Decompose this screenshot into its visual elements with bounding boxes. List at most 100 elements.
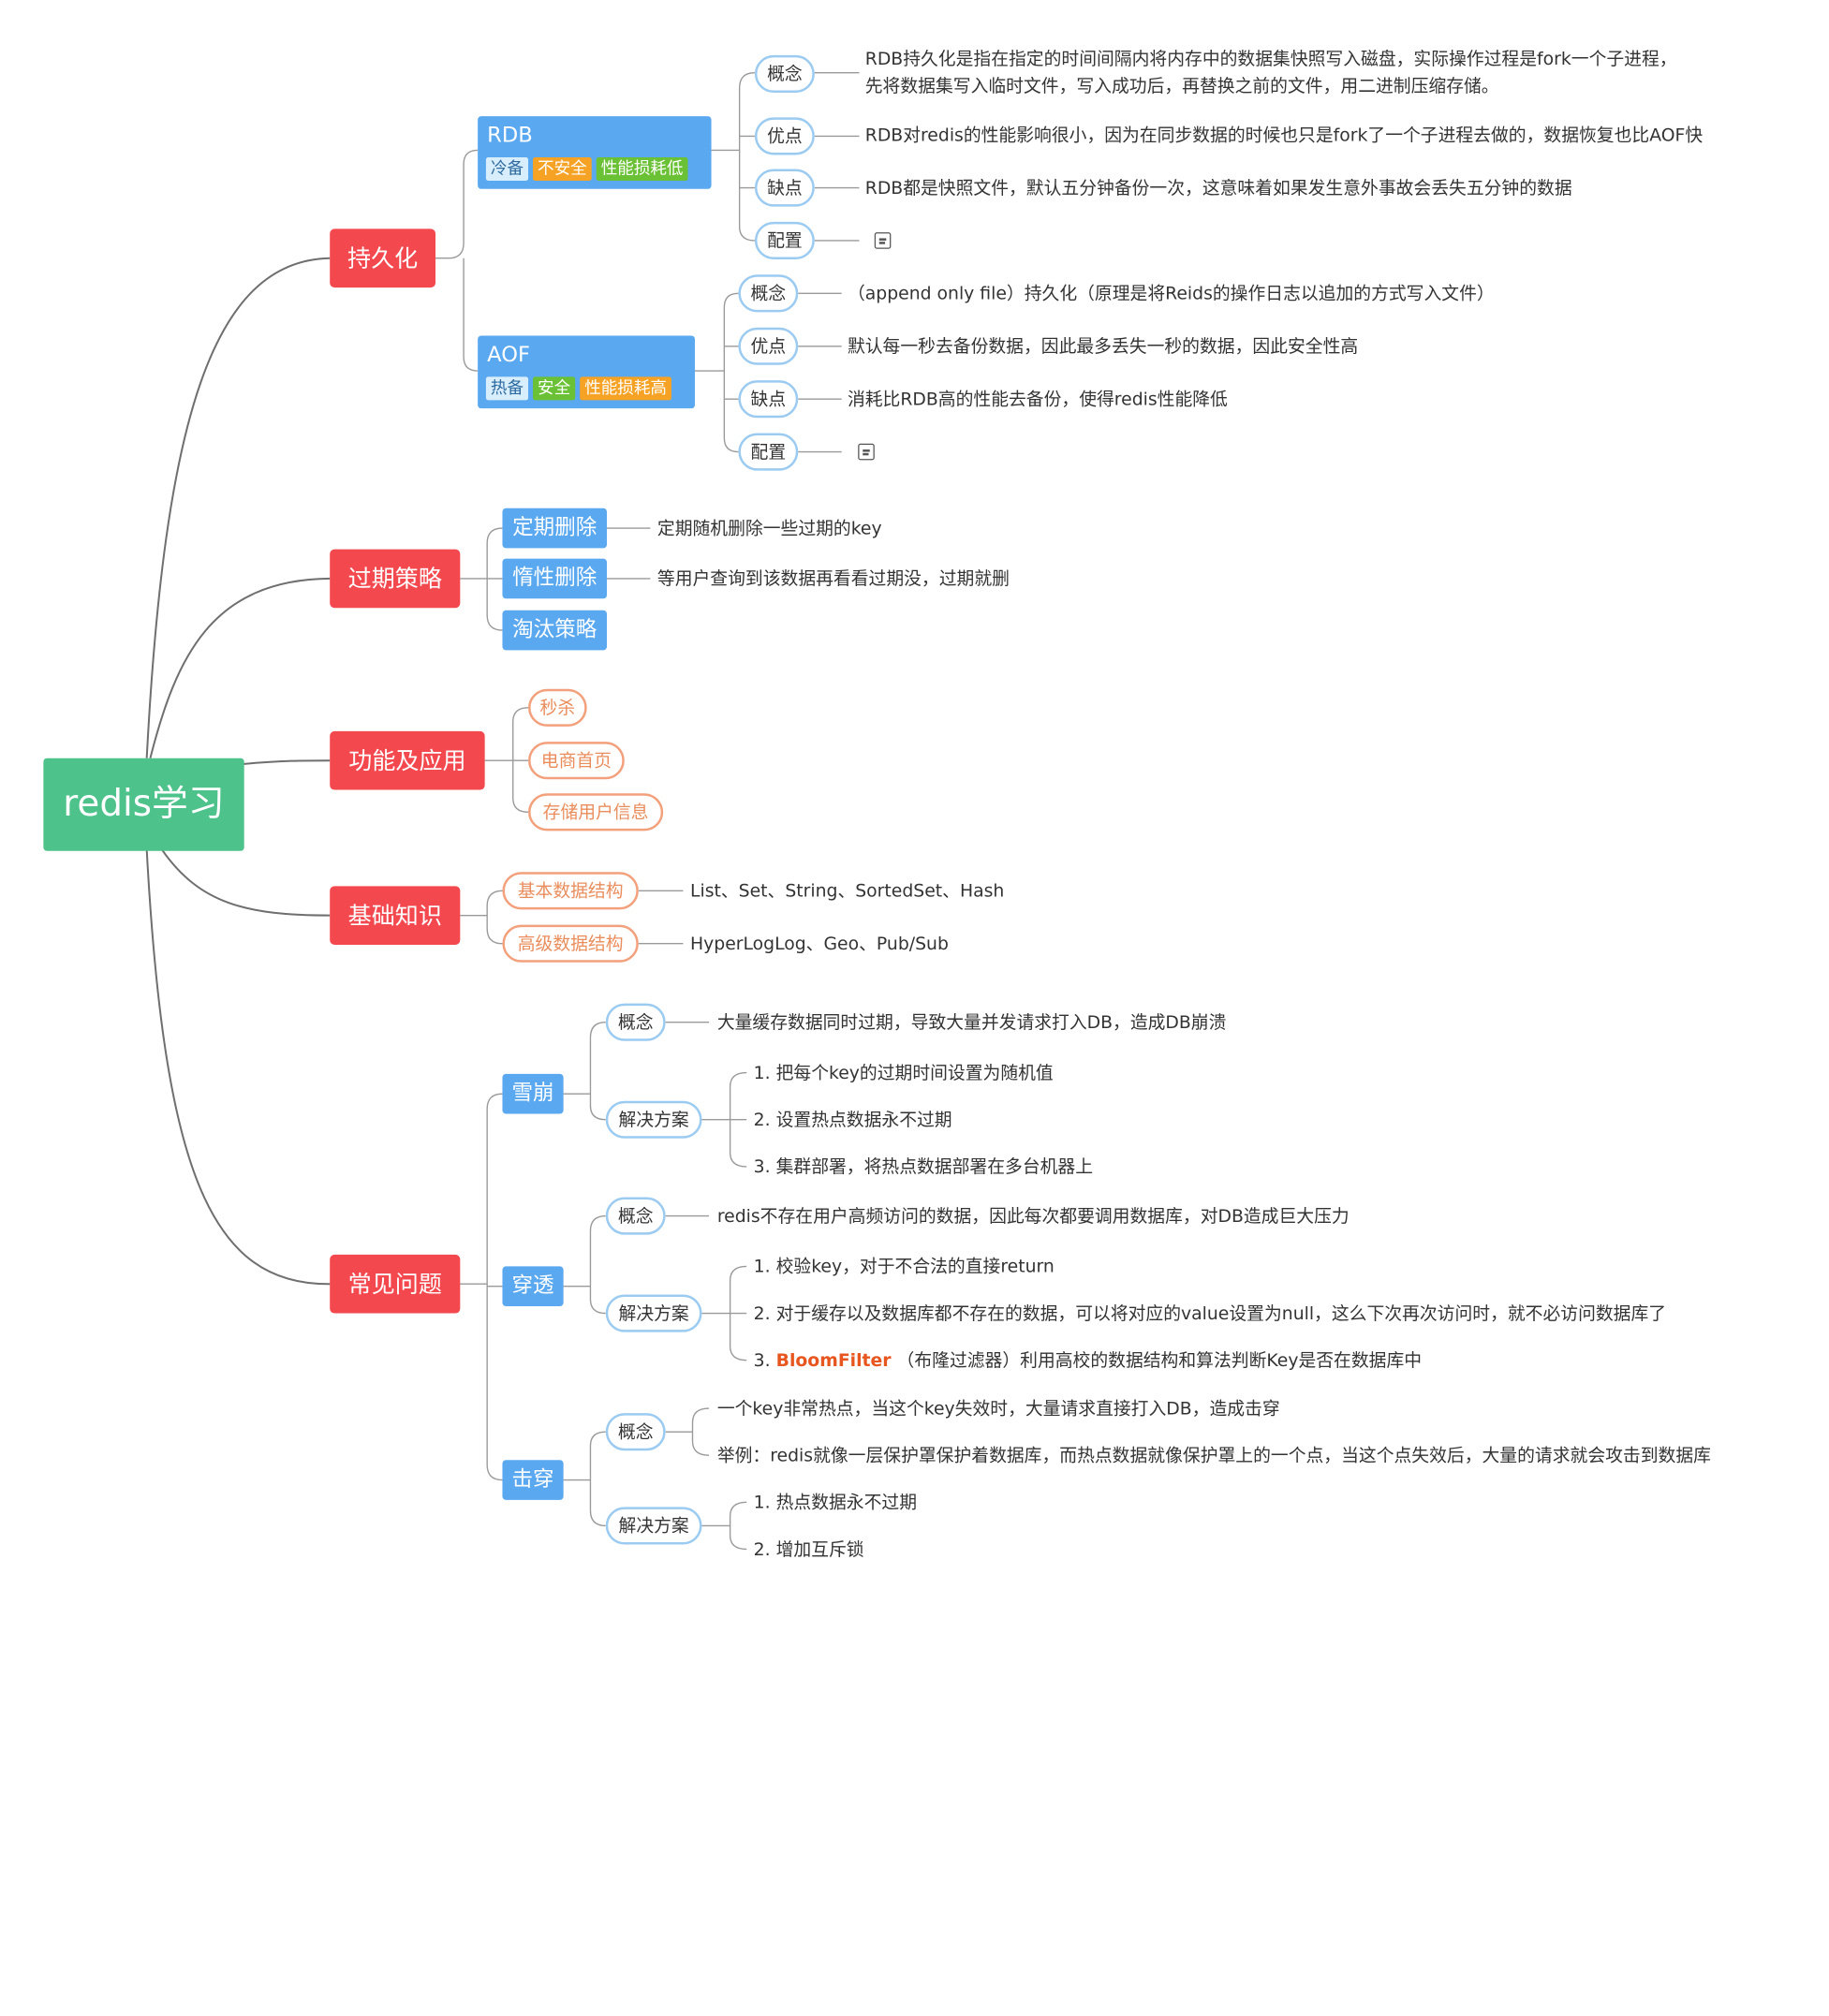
penetration-concept-pill[interactable]: 概念 — [605, 1197, 666, 1235]
root-node[interactable]: redis学习 — [43, 758, 244, 851]
branch-issues-label: 常见问题 — [347, 1270, 442, 1299]
aof-config-pill[interactable]: 配置 — [738, 433, 799, 471]
basic-data-structures-text: List、Set、String、SortedSet、Hash — [689, 880, 1005, 902]
branch-expire-label: 过期策略 — [347, 564, 442, 593]
breakdown-solution-pill[interactable]: 解决方案 — [605, 1507, 702, 1545]
avalanche-solution-3: 3. 集群部署，将热点数据部署在多台机器上 — [753, 1155, 1094, 1178]
breakdown-concept-text-1: 一个key非常热点，当这个key失效时，大量请求直接打入DB，造成击穿 — [716, 1397, 1280, 1420]
aof-pro-pill[interactable]: 优点 — [738, 327, 799, 365]
avalanche-solution-1: 1. 把每个key的过期时间设置为随机值 — [753, 1062, 1054, 1083]
penetration-concept-text: redis不存在用户高频访问的数据，因此每次都要调用数据库，对DB造成巨大压力 — [716, 1205, 1350, 1227]
expire-eviction[interactable]: 淘汰策略 — [502, 610, 608, 651]
aof-node[interactable]: AOF 热备 安全 性能损耗高 — [478, 335, 696, 409]
rdb-node[interactable]: RDB 冷备 不安全 性能损耗低 — [478, 116, 712, 189]
aof-tag-hot: 热备 — [485, 376, 529, 401]
bloomfilter-highlight: BloomFilter — [775, 1349, 892, 1371]
breakdown-solution-1: 1. 热点数据永不过期 — [753, 1492, 918, 1513]
branch-persistence[interactable]: 持久化 — [330, 228, 436, 288]
issue-avalanche-label: 雪崩 — [511, 1081, 554, 1106]
rdb-pro-text: RDB对redis的性能影响很小，因为在同步数据的时候也只是fork了一个子进程… — [864, 124, 1704, 146]
breakdown-concept-label: 概念 — [617, 1420, 654, 1442]
rdb-con-label: 缺点 — [767, 176, 803, 199]
avalanche-concept-pill[interactable]: 概念 — [605, 1003, 666, 1041]
branch-expire[interactable]: 过期策略 — [330, 549, 461, 609]
func-user-info-label: 存储用户信息 — [542, 801, 649, 823]
avalanche-solution-label: 解决方案 — [618, 1108, 689, 1130]
aof-concept-pill[interactable]: 概念 — [738, 274, 799, 313]
advanced-data-structures[interactable]: 高级数据结构 — [502, 924, 639, 963]
rdb-concept-pill[interactable]: 概念 — [754, 54, 815, 94]
rdb-tag-cold: 冷备 — [485, 156, 529, 182]
branch-persistence-label: 持久化 — [347, 243, 419, 272]
issue-penetration[interactable]: 穿透 — [502, 1266, 564, 1307]
aof-pro-text: 默认每一秒去备份数据，因此最多丢失一秒的数据，因此安全性高 — [847, 335, 1359, 358]
breakdown-concept-pill[interactable]: 概念 — [605, 1413, 666, 1451]
aof-concept-text: （append only file）持久化（原理是将Reids的操作日志以追加的… — [847, 283, 1495, 304]
penetration-solution-3: 3. BloomFilter （布隆过滤器）利用高校的数据结构和算法判断Key是… — [753, 1349, 1423, 1371]
aof-tags: 热备 安全 性能损耗高 — [485, 376, 671, 401]
rdb-tags: 冷备 不安全 性能损耗低 — [485, 156, 688, 182]
basic-data-structures[interactable]: 基本数据结构 — [502, 872, 639, 910]
avalanche-solution-2: 2. 设置热点数据永不过期 — [753, 1109, 952, 1131]
avalanche-solution-pill[interactable]: 解决方案 — [605, 1100, 702, 1139]
advanced-data-structures-text: HyperLogLog、Geo、Pub/Sub — [689, 933, 949, 955]
rdb-concept-text-2: 先将数据集写入临时文件，写入成功后，再替换之前的文件，用二进制压缩存储。 — [864, 75, 1499, 96]
func-flash-sale-label: 秒杀 — [539, 696, 576, 718]
penetration-solution-pill[interactable]: 解决方案 — [605, 1294, 702, 1332]
aof-title: AOF — [487, 342, 530, 368]
aof-con-pill[interactable]: 缺点 — [738, 380, 799, 419]
issue-avalanche[interactable]: 雪崩 — [502, 1073, 564, 1114]
note-icon[interactable] — [874, 232, 892, 249]
breakdown-solution-2: 2. 增加互斥锁 — [753, 1538, 864, 1560]
aof-config-label: 配置 — [750, 440, 787, 463]
penetration-solution-3-prefix: 3. — [753, 1349, 776, 1371]
penetration-concept-label: 概念 — [617, 1204, 654, 1227]
branch-function-label: 功能及应用 — [348, 746, 466, 775]
issue-penetration-label: 穿透 — [511, 1273, 554, 1299]
func-flash-sale[interactable]: 秒杀 — [528, 688, 587, 727]
branch-basics[interactable]: 基础知识 — [330, 886, 461, 945]
expire-periodic-label: 定期删除 — [512, 515, 597, 540]
aof-concept-label: 概念 — [750, 282, 787, 304]
aof-con-label: 缺点 — [750, 388, 787, 409]
branch-basics-label: 基础知识 — [347, 901, 442, 930]
advanced-data-structures-label: 高级数据结构 — [517, 932, 624, 954]
expire-lazy-text: 等用户查询到该数据再看看过期没，过期就删 — [656, 567, 1010, 590]
expire-eviction-label: 淘汰策略 — [512, 617, 597, 642]
penetration-solution-3-rest: （布隆过滤器）利用高校的数据结构和算法判断Key是否在数据库中 — [891, 1349, 1423, 1371]
rdb-con-pill[interactable]: 缺点 — [754, 169, 815, 207]
aof-pro-label: 优点 — [750, 334, 787, 357]
rdb-tag-low-cost: 性能损耗低 — [596, 156, 688, 182]
note-icon[interactable] — [858, 443, 875, 461]
func-home-page-label: 电商首页 — [540, 749, 612, 771]
expire-periodic-text: 定期随机删除一些过期的key — [656, 517, 882, 539]
issue-breakdown[interactable]: 击穿 — [502, 1460, 564, 1500]
penetration-solution-1: 1. 校验key，对于不合法的直接return — [753, 1256, 1055, 1277]
branch-issues[interactable]: 常见问题 — [330, 1254, 461, 1314]
rdb-config-pill[interactable]: 配置 — [754, 221, 815, 260]
rdb-config-label: 配置 — [767, 229, 803, 251]
aof-tag-high-cost: 性能损耗高 — [580, 376, 671, 401]
rdb-concept-text-1: RDB持久化是指在指定的时间间隔内将内存中的数据集快照写入磁盘，实际操作过程是f… — [864, 48, 1677, 69]
expire-lazy[interactable]: 惰性删除 — [502, 558, 608, 599]
rdb-concept-label: 概念 — [767, 63, 803, 84]
mind-map: redis学习 持久化 RDB 冷备 不安全 性能损耗低 概念 RDB持久化是指… — [43, 50, 1711, 1558]
expire-lazy-label: 惰性删除 — [512, 566, 597, 591]
rdb-pro-label: 优点 — [767, 125, 803, 147]
connector-lines — [145, 72, 860, 1551]
issue-breakdown-label: 击穿 — [511, 1466, 554, 1493]
breakdown-concept-text-2: 举例：redis就像一层保护罩保护着数据库，而热点数据就像保护罩上的一个点，当这… — [716, 1444, 1711, 1466]
func-home-page[interactable]: 电商首页 — [528, 742, 625, 780]
rdb-title: RDB — [487, 123, 533, 148]
aof-con-text: 消耗比RDB高的性能去备份，使得redis性能降低 — [847, 388, 1228, 410]
branch-function[interactable]: 功能及应用 — [330, 730, 485, 790]
root-label: redis学习 — [63, 783, 225, 826]
rdb-tag-unsafe: 不安全 — [533, 156, 592, 182]
penetration-solution-label: 解决方案 — [618, 1302, 689, 1324]
rdb-pro-pill[interactable]: 优点 — [754, 117, 815, 155]
aof-tag-safe: 安全 — [533, 376, 576, 401]
func-user-info[interactable]: 存储用户信息 — [528, 793, 664, 831]
expire-periodic[interactable]: 定期删除 — [502, 508, 608, 549]
basic-data-structures-label: 基本数据结构 — [517, 879, 624, 901]
